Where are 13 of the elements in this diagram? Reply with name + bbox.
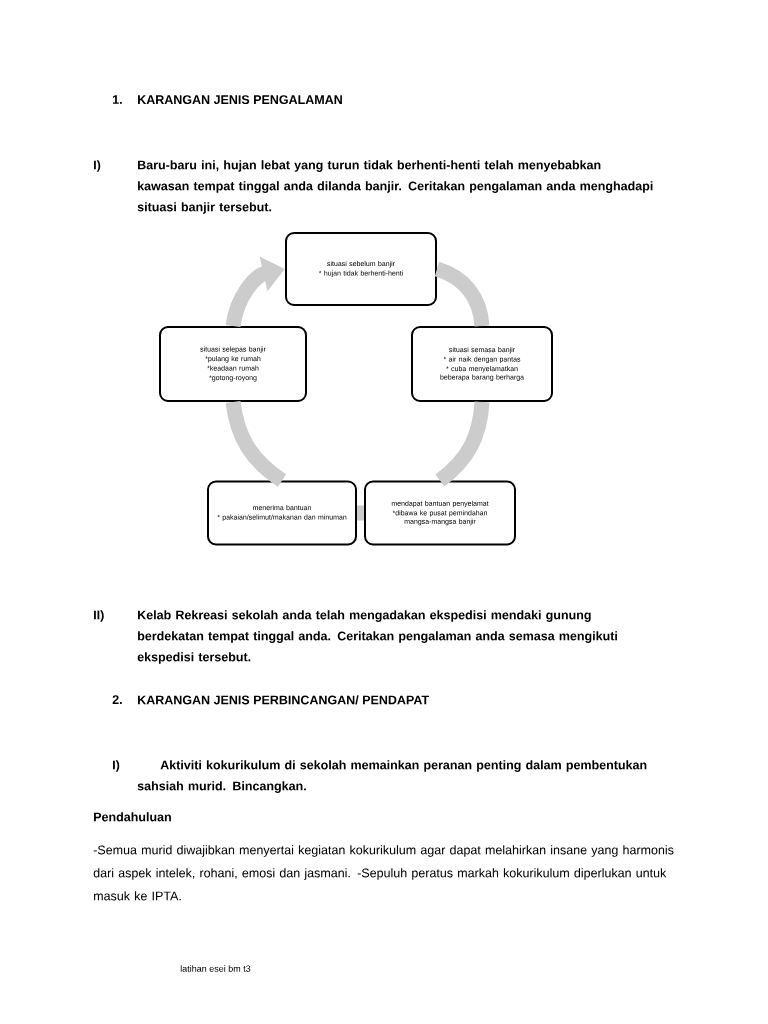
heading-text: KARANGAN JENIS PERBINCANGAN/ PENDAPAT bbox=[138, 695, 429, 705]
list-number: 2. bbox=[112, 695, 122, 704]
list-number: I) bbox=[94, 160, 101, 172]
question-text: Baru-baru ini, hujan lebat yang turun tidak berhenti-henti telah menyebabkan kawasan tempat tinggal anda dilanda banjir. Ceritakan pengalaman anda menghadapi situasi banjir tersebut. bbox=[137, 160, 653, 214]
list-number: II) bbox=[94, 610, 104, 622]
paragraph-text: -Semua murid diwajibkan menyertai kegiatan kokurikulum agar dapat melahirkan insane yang harmonis dari aspek intelek, rohani, emosi dan jasmani. -Sepuluh peratus markah kokurikulum diperlukan untuk masuk ke IPTA. bbox=[93, 845, 674, 901]
list-number: 1. bbox=[113, 95, 122, 104]
heading-text: Pendahuluan bbox=[94, 812, 171, 822]
footer-text: latihan esei bm t3 bbox=[180, 965, 251, 972]
heading-text: KARANGAN JENIS PENGALAMAN bbox=[138, 95, 342, 105]
question-text: Aktiviti kokurikulum di sekolah memainkan peranan penting dalam pembentukan sahsiah murid. Bincangkan. bbox=[137, 760, 647, 793]
question-text: Kelab Rekreasi sekolah anda telah mengadakan ekspedisi mendaki gunung berdekatan tempat tinggal anda. Ceritakan pengalaman anda semasa mengikuti ekspedisi tersebut. bbox=[137, 610, 617, 664]
list-number: I) bbox=[113, 760, 120, 772]
